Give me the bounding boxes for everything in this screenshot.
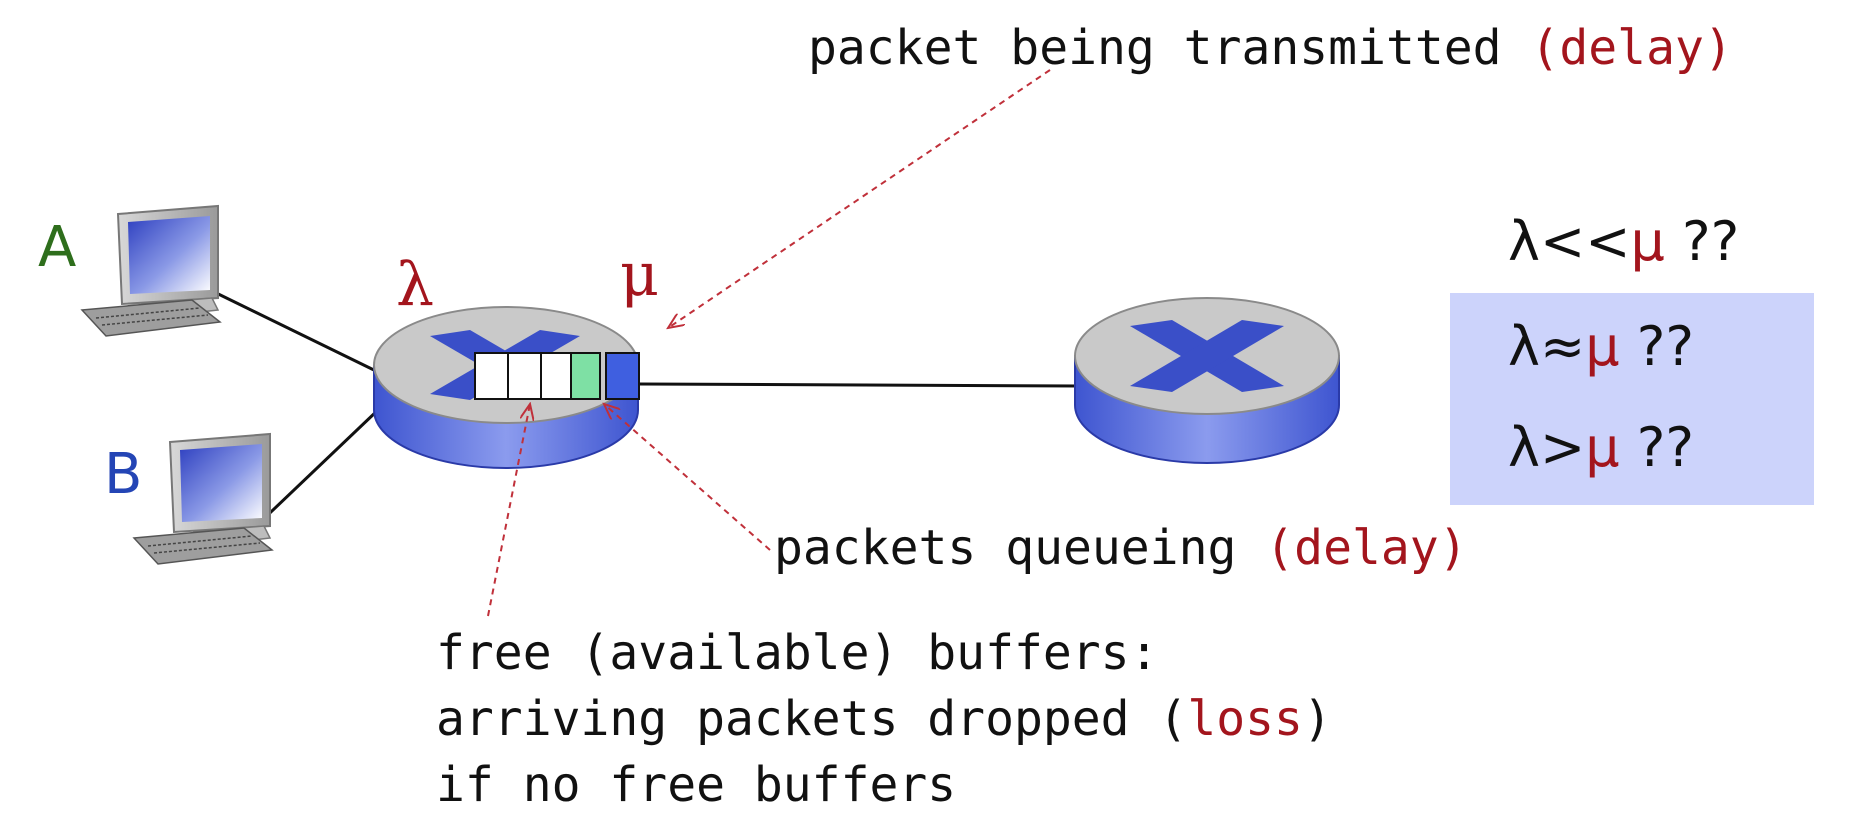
queued-packet (570, 352, 601, 400)
annotation-highlight: (delay) (1265, 520, 1468, 576)
free-buffers-annotation: free (available) buffers: arriving packe… (436, 620, 1332, 818)
host-a-label: A (38, 215, 77, 280)
condition-highlight-box (1450, 293, 1814, 505)
condition-much-less: λ<<μ ?? (1508, 210, 1740, 273)
host-b-label: B (104, 442, 143, 507)
free-buffer-slot (540, 352, 572, 400)
free-buffer-slot (507, 352, 542, 400)
packet-transmitted-annotation: packet being transmitted (delay) (808, 20, 1733, 76)
loss-highlight: loss (1187, 691, 1303, 747)
condition-approx-equal: λ≈μ ?? (1508, 315, 1695, 378)
annotation-text: packet being transmitted (808, 20, 1531, 76)
free-buffer-slot (474, 352, 509, 400)
annotation-text: packets queueing (774, 520, 1266, 576)
output-rate-symbol: μ (620, 240, 659, 310)
annotation-line-2: arriving packets dropped (loss) (436, 691, 1332, 747)
arrow-to-free-buffers (487, 404, 530, 617)
arrow-to-queued-packet (604, 404, 771, 551)
packet-queue (474, 352, 640, 400)
desktop-computer-icon (80, 204, 222, 337)
desktop-computer-icon (132, 432, 274, 565)
annotation-line-1: free (available) buffers: (436, 625, 1159, 681)
packets-queueing-annotation: packets queueing (delay) (774, 520, 1468, 576)
annotation-line-3: if no free buffers (436, 757, 957, 813)
annotation-highlight: (delay) (1530, 20, 1733, 76)
link-router-router (639, 382, 1081, 388)
link-a-router (205, 286, 379, 374)
transmitting-packet (605, 352, 640, 400)
link-b-router (250, 408, 380, 532)
router-icon (1074, 297, 1340, 464)
input-rate-symbol: λ (396, 250, 435, 320)
arrow-to-transmitting-packet (668, 69, 1051, 328)
condition-greater: λ>μ ?? (1508, 416, 1695, 479)
